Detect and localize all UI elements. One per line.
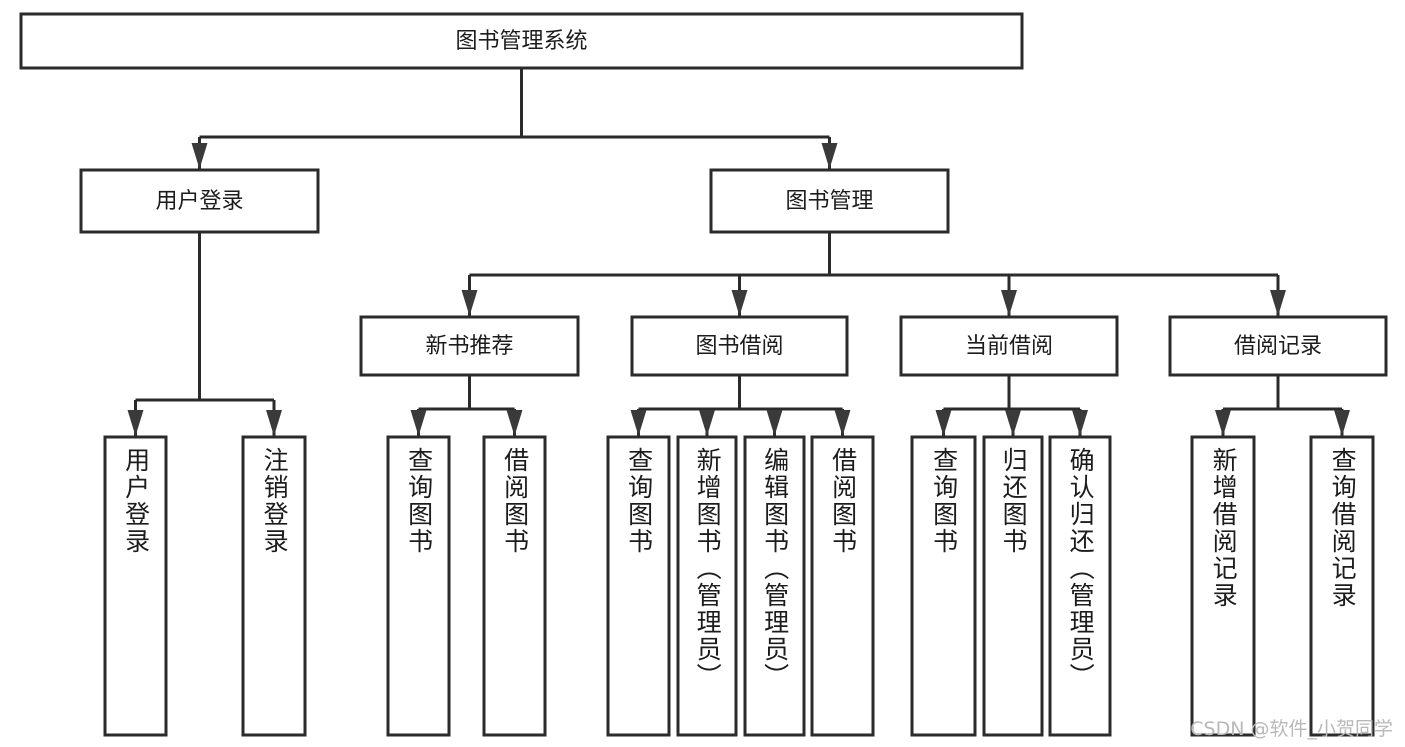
node-leaf-0[interactable] — [103, 435, 168, 737]
node-level3-3[interactable] — [1168, 315, 1388, 377]
arrowhead-down-icon — [410, 410, 427, 436]
node-level3-3-label: 借阅记录 — [1234, 334, 1322, 359]
node-leaf-4[interactable] — [606, 435, 671, 737]
node-level2-0[interactable] — [79, 168, 320, 234]
node-level3-1[interactable] — [630, 315, 849, 377]
arrowhead-down-icon — [1270, 290, 1286, 316]
node-root-label: 图书管理系统 — [455, 29, 587, 54]
arrowhead-down-icon — [127, 410, 144, 436]
arrowhead-down-icon — [699, 410, 715, 436]
node-level3-0-label: 新书推荐 — [425, 334, 513, 359]
node-leaf-7[interactable] — [810, 435, 875, 737]
arrowhead-down-icon — [461, 290, 478, 316]
node-leaf-6[interactable] — [743, 435, 806, 737]
arrowhead-down-icon — [766, 410, 783, 436]
node-leaf-10[interactable] — [1048, 435, 1112, 737]
arrowhead-down-icon — [266, 410, 282, 436]
arrowhead-down-icon — [1072, 410, 1088, 436]
arrowhead-down-icon — [834, 410, 851, 436]
arrowhead-down-icon — [935, 410, 952, 436]
node-leaf-1[interactable] — [241, 435, 307, 737]
arrowhead-down-icon — [1005, 410, 1021, 436]
node-layer — [19, 12, 1388, 737]
node-level3-2-label: 当前借阅 — [965, 334, 1053, 359]
arrowhead-down-icon — [731, 290, 748, 316]
node-level3-0[interactable] — [359, 315, 580, 377]
arrowhead-down-icon — [630, 410, 647, 436]
node-level3-1-label: 图书借阅 — [695, 334, 783, 359]
arrowhead-down-icon — [506, 410, 523, 436]
node-level2-1[interactable] — [709, 168, 950, 234]
arrowhead-down-icon — [821, 143, 838, 169]
node-leaf-3[interactable] — [482, 435, 547, 737]
node-leaf-2[interactable] — [386, 435, 451, 737]
node-leaf-12[interactable] — [1309, 435, 1375, 737]
node-level2-0-label: 用户登录 — [155, 189, 243, 214]
watermark-text: CSDN @软件_小贺同学 — [1190, 718, 1393, 740]
node-root[interactable] — [19, 12, 1024, 70]
arrowhead-down-icon — [1001, 290, 1017, 316]
node-level2-1-label: 图书管理 — [785, 189, 873, 214]
arrowhead-down-icon — [191, 143, 208, 169]
node-leaf-8[interactable] — [910, 435, 977, 737]
node-leaf-11[interactable] — [1190, 435, 1256, 737]
node-level3-2[interactable] — [899, 315, 1119, 377]
arrowhead-down-icon — [1334, 410, 1350, 436]
node-leaf-9[interactable] — [982, 435, 1044, 737]
node-leaf-5[interactable] — [676, 435, 738, 737]
arrowhead-down-icon — [1215, 410, 1231, 436]
connector-layer — [127, 68, 1350, 436]
